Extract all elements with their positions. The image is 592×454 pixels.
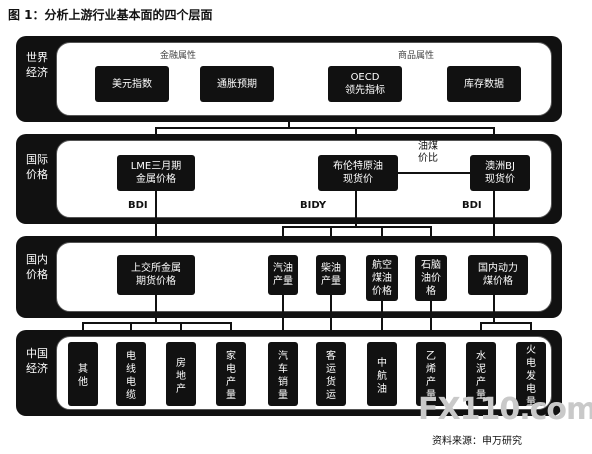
box-others: 其他: [68, 342, 98, 406]
tier-label-international: 国际价格: [26, 153, 48, 181]
box-brent-crude-spot: 布伦特原油 现货价: [318, 155, 398, 191]
index-bidy: BIDY: [300, 200, 327, 211]
box-real-estate: 房地产: [166, 342, 196, 406]
oil-coal-price-ratio-label: 油煤 价比: [418, 141, 438, 164]
watermark-logo: FX110.com: [418, 392, 592, 427]
connector: [155, 127, 495, 129]
box-appliance-output: 家电产量: [216, 342, 246, 406]
index-bdi-right: BDI: [462, 200, 482, 211]
tier-label-domestic: 国内价格: [26, 253, 48, 281]
tier-label-china: 中国经济: [26, 347, 48, 375]
box-oecd-leading-indicator: OECD 领先指标: [328, 66, 402, 102]
box-auto-sales: 汽车销量: [268, 342, 298, 406]
connector: [82, 322, 232, 324]
box-inflation-expectation: 通胀预期: [200, 66, 274, 102]
box-wire-cable: 电线电缆: [116, 342, 146, 406]
financial-attribute-label: 金融属性: [160, 51, 197, 61]
connector: [398, 172, 470, 174]
box-naphtha-price: 石脑 油价 格: [415, 255, 447, 301]
box-domestic-thermal-coal-price: 国内动力 煤价格: [468, 255, 528, 295]
tier-label-world: 世界经济: [26, 51, 48, 79]
connector: [288, 116, 290, 128]
connector: [282, 226, 432, 228]
box-jet-fuel-price: 航空 煤油 价格: [366, 255, 398, 301]
connector: [493, 191, 495, 255]
commodity-attribute-label: 商品属性: [398, 51, 435, 61]
box-usd-index: 美元指数: [95, 66, 169, 102]
connector: [430, 301, 432, 342]
source-note: 资料来源：申万研究: [432, 436, 522, 447]
box-shfe-metal-futures: 上交所金属 期货价格: [117, 255, 195, 295]
box-diesel-output: 柴油 产量: [316, 255, 346, 295]
box-gasoline-output: 汽油 产量: [268, 255, 298, 295]
box-australia-bj-spot: 澳洲BJ 现货价: [470, 155, 530, 191]
index-bdi-left: BDI: [128, 200, 148, 211]
box-passenger-freight: 客运货运: [316, 342, 346, 406]
connector: [381, 301, 383, 342]
connector: [480, 322, 532, 324]
connector: [155, 191, 157, 255]
box-lme-metal-price: LME三月期 金属价格: [117, 155, 195, 191]
figure-caption: 图 1：分析上游行业基本面的四个层面: [8, 8, 213, 22]
connector: [493, 295, 495, 323]
box-thermal-power-generation: 火电发电量: [516, 342, 546, 408]
box-inventory-data: 库存数据: [447, 66, 521, 102]
box-ethylene-output: 乙烯产量: [416, 342, 446, 406]
connector: [282, 295, 284, 342]
box-china-aviation-oil: 中航油: [367, 342, 397, 406]
connector: [355, 191, 357, 227]
connector: [155, 295, 157, 323]
connector: [330, 295, 332, 342]
box-cement-output: 水泥产量: [466, 342, 496, 406]
